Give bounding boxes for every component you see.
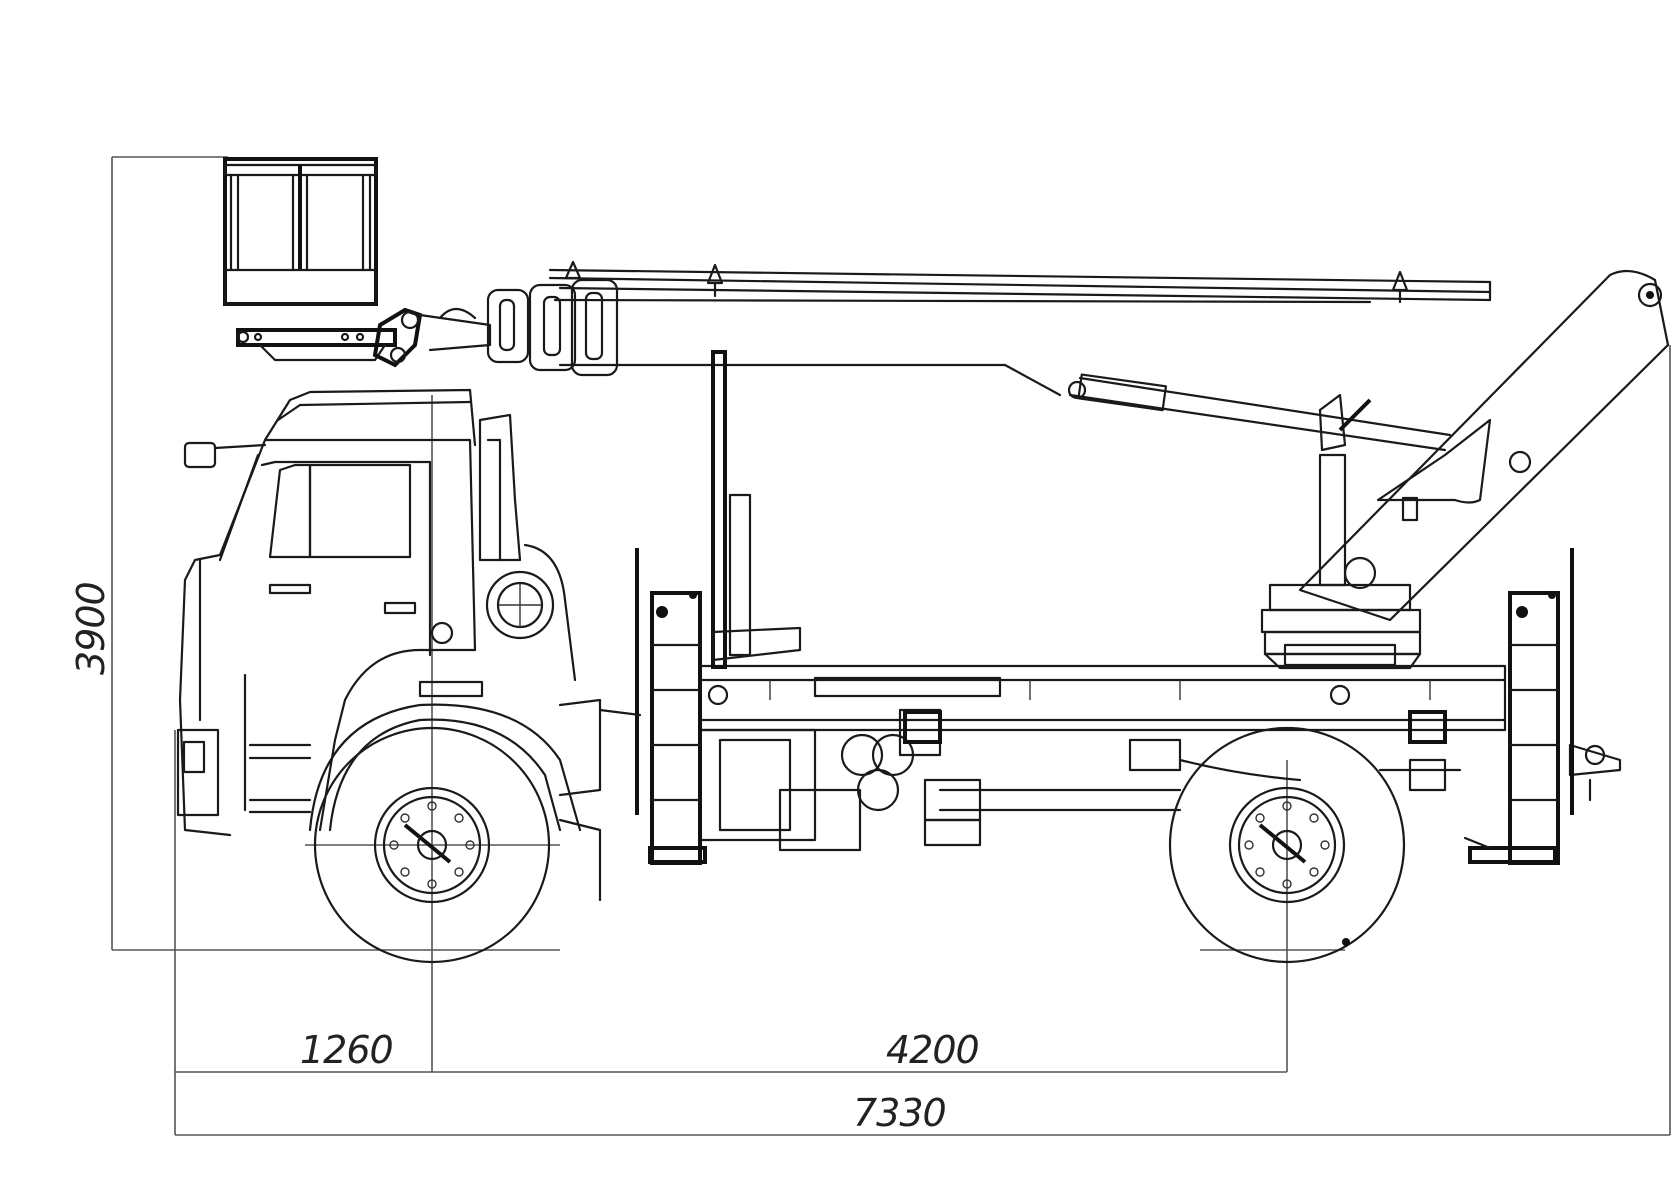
rear-outrigger — [1463, 548, 1574, 865]
dimension-labels: 3900 1260 4200 7330 — [69, 582, 980, 1135]
wheelbase-dimension-label: 4200 — [886, 1028, 979, 1072]
overall-length-dimension-label: 7330 — [853, 1091, 946, 1135]
work-basket — [223, 157, 397, 362]
lower-boom — [1067, 269, 1670, 622]
turntable — [1260, 583, 1422, 670]
dimension-lines — [111, 156, 1671, 1136]
height-dimension-label: 3900 — [69, 582, 113, 675]
front-wheel — [313, 726, 551, 964]
front-outrigger — [635, 350, 802, 865]
rear-wheel — [1168, 726, 1406, 964]
upper-boom — [372, 260, 1492, 397]
suspension — [558, 698, 1447, 902]
chassis-frame — [698, 664, 1622, 852]
front-overhang-dimension-label: 1260 — [300, 1028, 393, 1072]
truck-cab — [176, 388, 582, 837]
